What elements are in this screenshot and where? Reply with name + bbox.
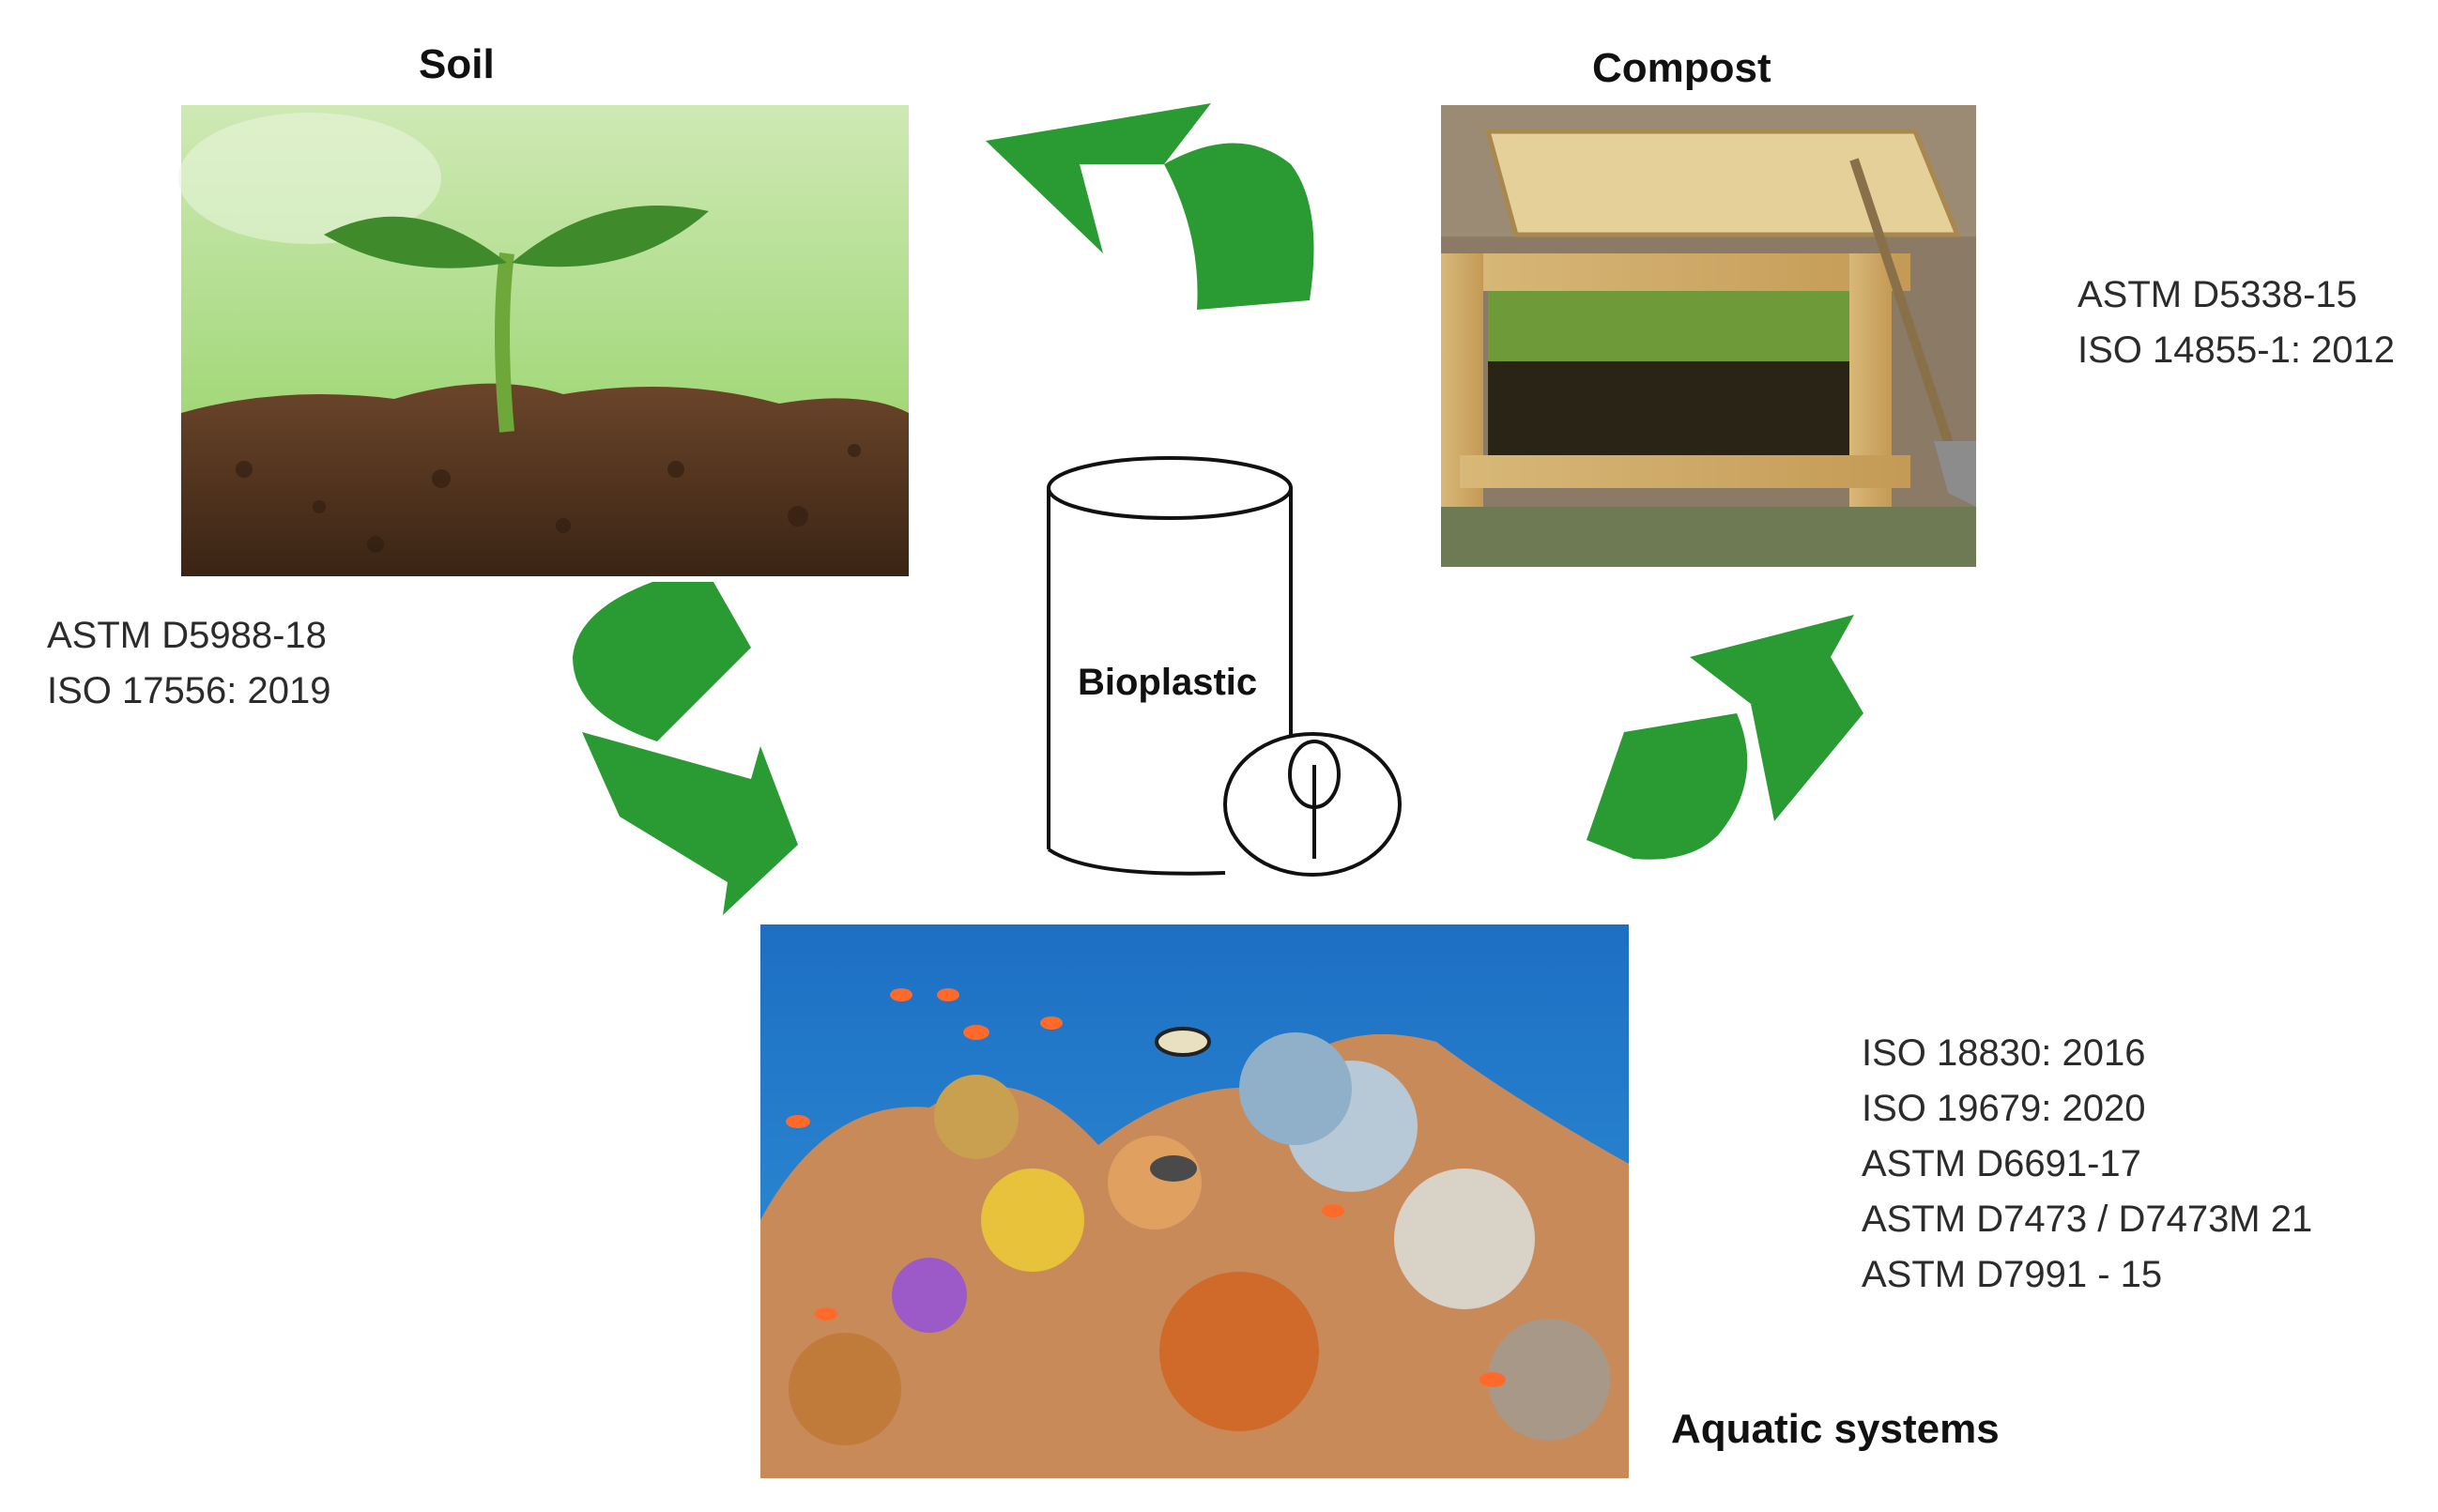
arrow-top-tail <box>1164 143 1314 310</box>
standard-item: ASTM D7991 - 15 <box>1862 1254 2163 1295</box>
standard-item: ASTM D7473 / D7473M 21 <box>1862 1199 2313 1240</box>
standard-item: ISO 19679: 2020 <box>1862 1088 2146 1129</box>
compost-standards: ASTM D5338-15 ISO 14855-1: 2012 <box>2078 267 2395 378</box>
bioplastic-leaf-icon <box>1223 732 1402 877</box>
aquatic-image <box>760 924 1629 1478</box>
arrow-top-head <box>986 103 1211 253</box>
compost-image <box>1441 105 1976 567</box>
standard-item: ISO 17556: 2019 <box>47 670 331 711</box>
arrow-right-tail <box>1587 713 1748 860</box>
arrow-left-tail <box>573 582 751 741</box>
arrow-right-head <box>1690 615 1863 821</box>
cycle-arrows <box>573 103 1863 915</box>
aquatic-standards: ISO 18830: 2016 ISO 19679: 2020 ASTM D66… <box>1862 1026 2312 1303</box>
standard-item: ISO 14855-1: 2012 <box>2078 329 2396 371</box>
bioplastic-container <box>1047 456 1293 876</box>
arrow-left-head <box>582 732 798 915</box>
compost-title: Compost <box>1592 45 1771 91</box>
soil-title: Soil <box>419 41 495 87</box>
center-label: Bioplastic <box>1078 662 1258 703</box>
soil-standards: ASTM D5988-18 ISO 17556: 2019 <box>47 608 330 719</box>
standard-item: ASTM D5988-18 <box>47 615 327 656</box>
standard-item: ISO 18830: 2016 <box>1862 1032 2146 1074</box>
standard-item: ASTM D6691-17 <box>1862 1143 2141 1184</box>
soil-image <box>178 105 909 576</box>
aquatic-title: Aquatic systems <box>1671 1406 2000 1452</box>
standard-item: ASTM D5338-15 <box>2078 274 2357 315</box>
